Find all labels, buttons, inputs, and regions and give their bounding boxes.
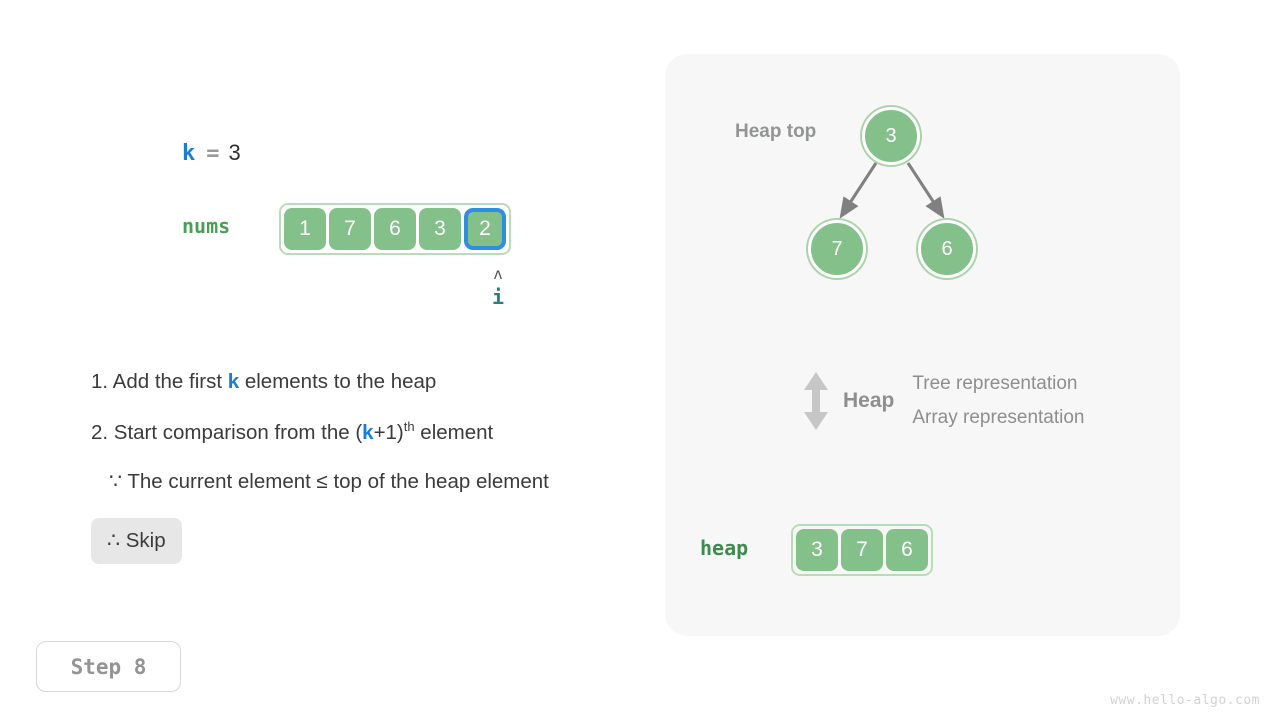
watermark: www.hello-algo.com [1110, 693, 1260, 708]
legend-heap-label: Heap [843, 389, 895, 412]
nums-cell: 3 [419, 208, 461, 250]
skip-badge: ∴ Skip [91, 517, 182, 564]
step1-k-var: k [227, 370, 240, 393]
nums-cell-highlighted: 2 [464, 208, 506, 250]
step-line-4: ∴ Skip [91, 517, 651, 564]
nums-cell: 1 [284, 208, 326, 250]
k-variable-name: k [182, 140, 196, 166]
step2-suffix: element [414, 420, 494, 444]
step2-mid: +1) [373, 420, 404, 444]
legend-array-representation: Array representation [912, 407, 1085, 428]
tree-node: 3 [862, 107, 920, 165]
heap-cell: 6 [886, 529, 928, 571]
legend-tree-representation: Tree representation [912, 373, 1078, 394]
step1-suffix: elements to the heap [239, 370, 437, 393]
step-badge: Step 8 [36, 641, 181, 692]
step2-prefix: 2. Start comparison from the ( [91, 420, 363, 444]
tree-node: 7 [808, 220, 866, 278]
caret-icon: ʌ [493, 265, 503, 283]
double-arrow-icon [804, 372, 828, 430]
nums-cell: 7 [329, 208, 371, 250]
step-line-2: 2. Start comparison from the (k+1)th ele… [91, 418, 651, 447]
heap-cell: 3 [796, 529, 838, 571]
heap-top-label: Heap top [735, 121, 817, 142]
legend-text-group: Tree representation Array representation [912, 373, 1084, 429]
equals-sign: = [206, 140, 220, 166]
step1-prefix: 1. Add the first [91, 370, 228, 393]
heap-cell: 7 [841, 529, 883, 571]
step2-k-var: k [362, 420, 374, 444]
heap-array-label: heap [700, 536, 749, 560]
step-line-3: ∵ The current element ≤ top of the heap … [109, 470, 549, 494]
step-line-1: 1. Add the first k elements to the heap [91, 368, 651, 396]
heap-legend: Heap Tree representation Array represent… [795, 370, 1085, 432]
step2-superscript: th [403, 418, 415, 434]
k-variable-value: 3 [228, 140, 241, 165]
steps-list: 1. Add the first k elements to the heap … [91, 368, 651, 564]
pointer-label: i [491, 285, 505, 309]
k-variable-row: k = 3 [182, 140, 241, 166]
tree-node: 6 [918, 220, 976, 278]
index-pointer: ʌ i [483, 266, 513, 312]
nums-array-label: nums [182, 214, 231, 238]
nums-cell: 6 [374, 208, 416, 250]
